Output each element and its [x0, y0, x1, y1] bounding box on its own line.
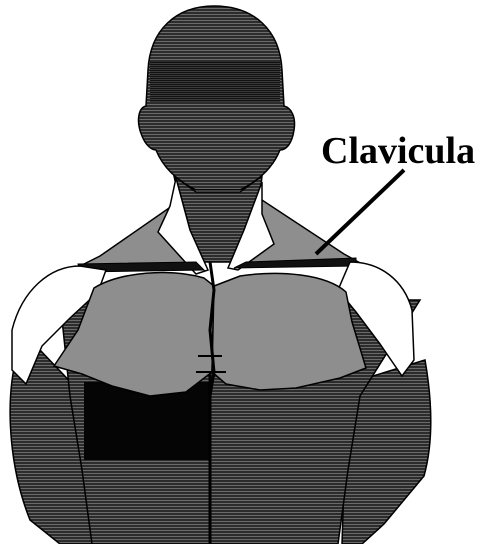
pectoral-right [212, 273, 366, 390]
clavicula-label: Clavicula [321, 128, 475, 174]
clavicula-pointer-line [316, 170, 404, 254]
